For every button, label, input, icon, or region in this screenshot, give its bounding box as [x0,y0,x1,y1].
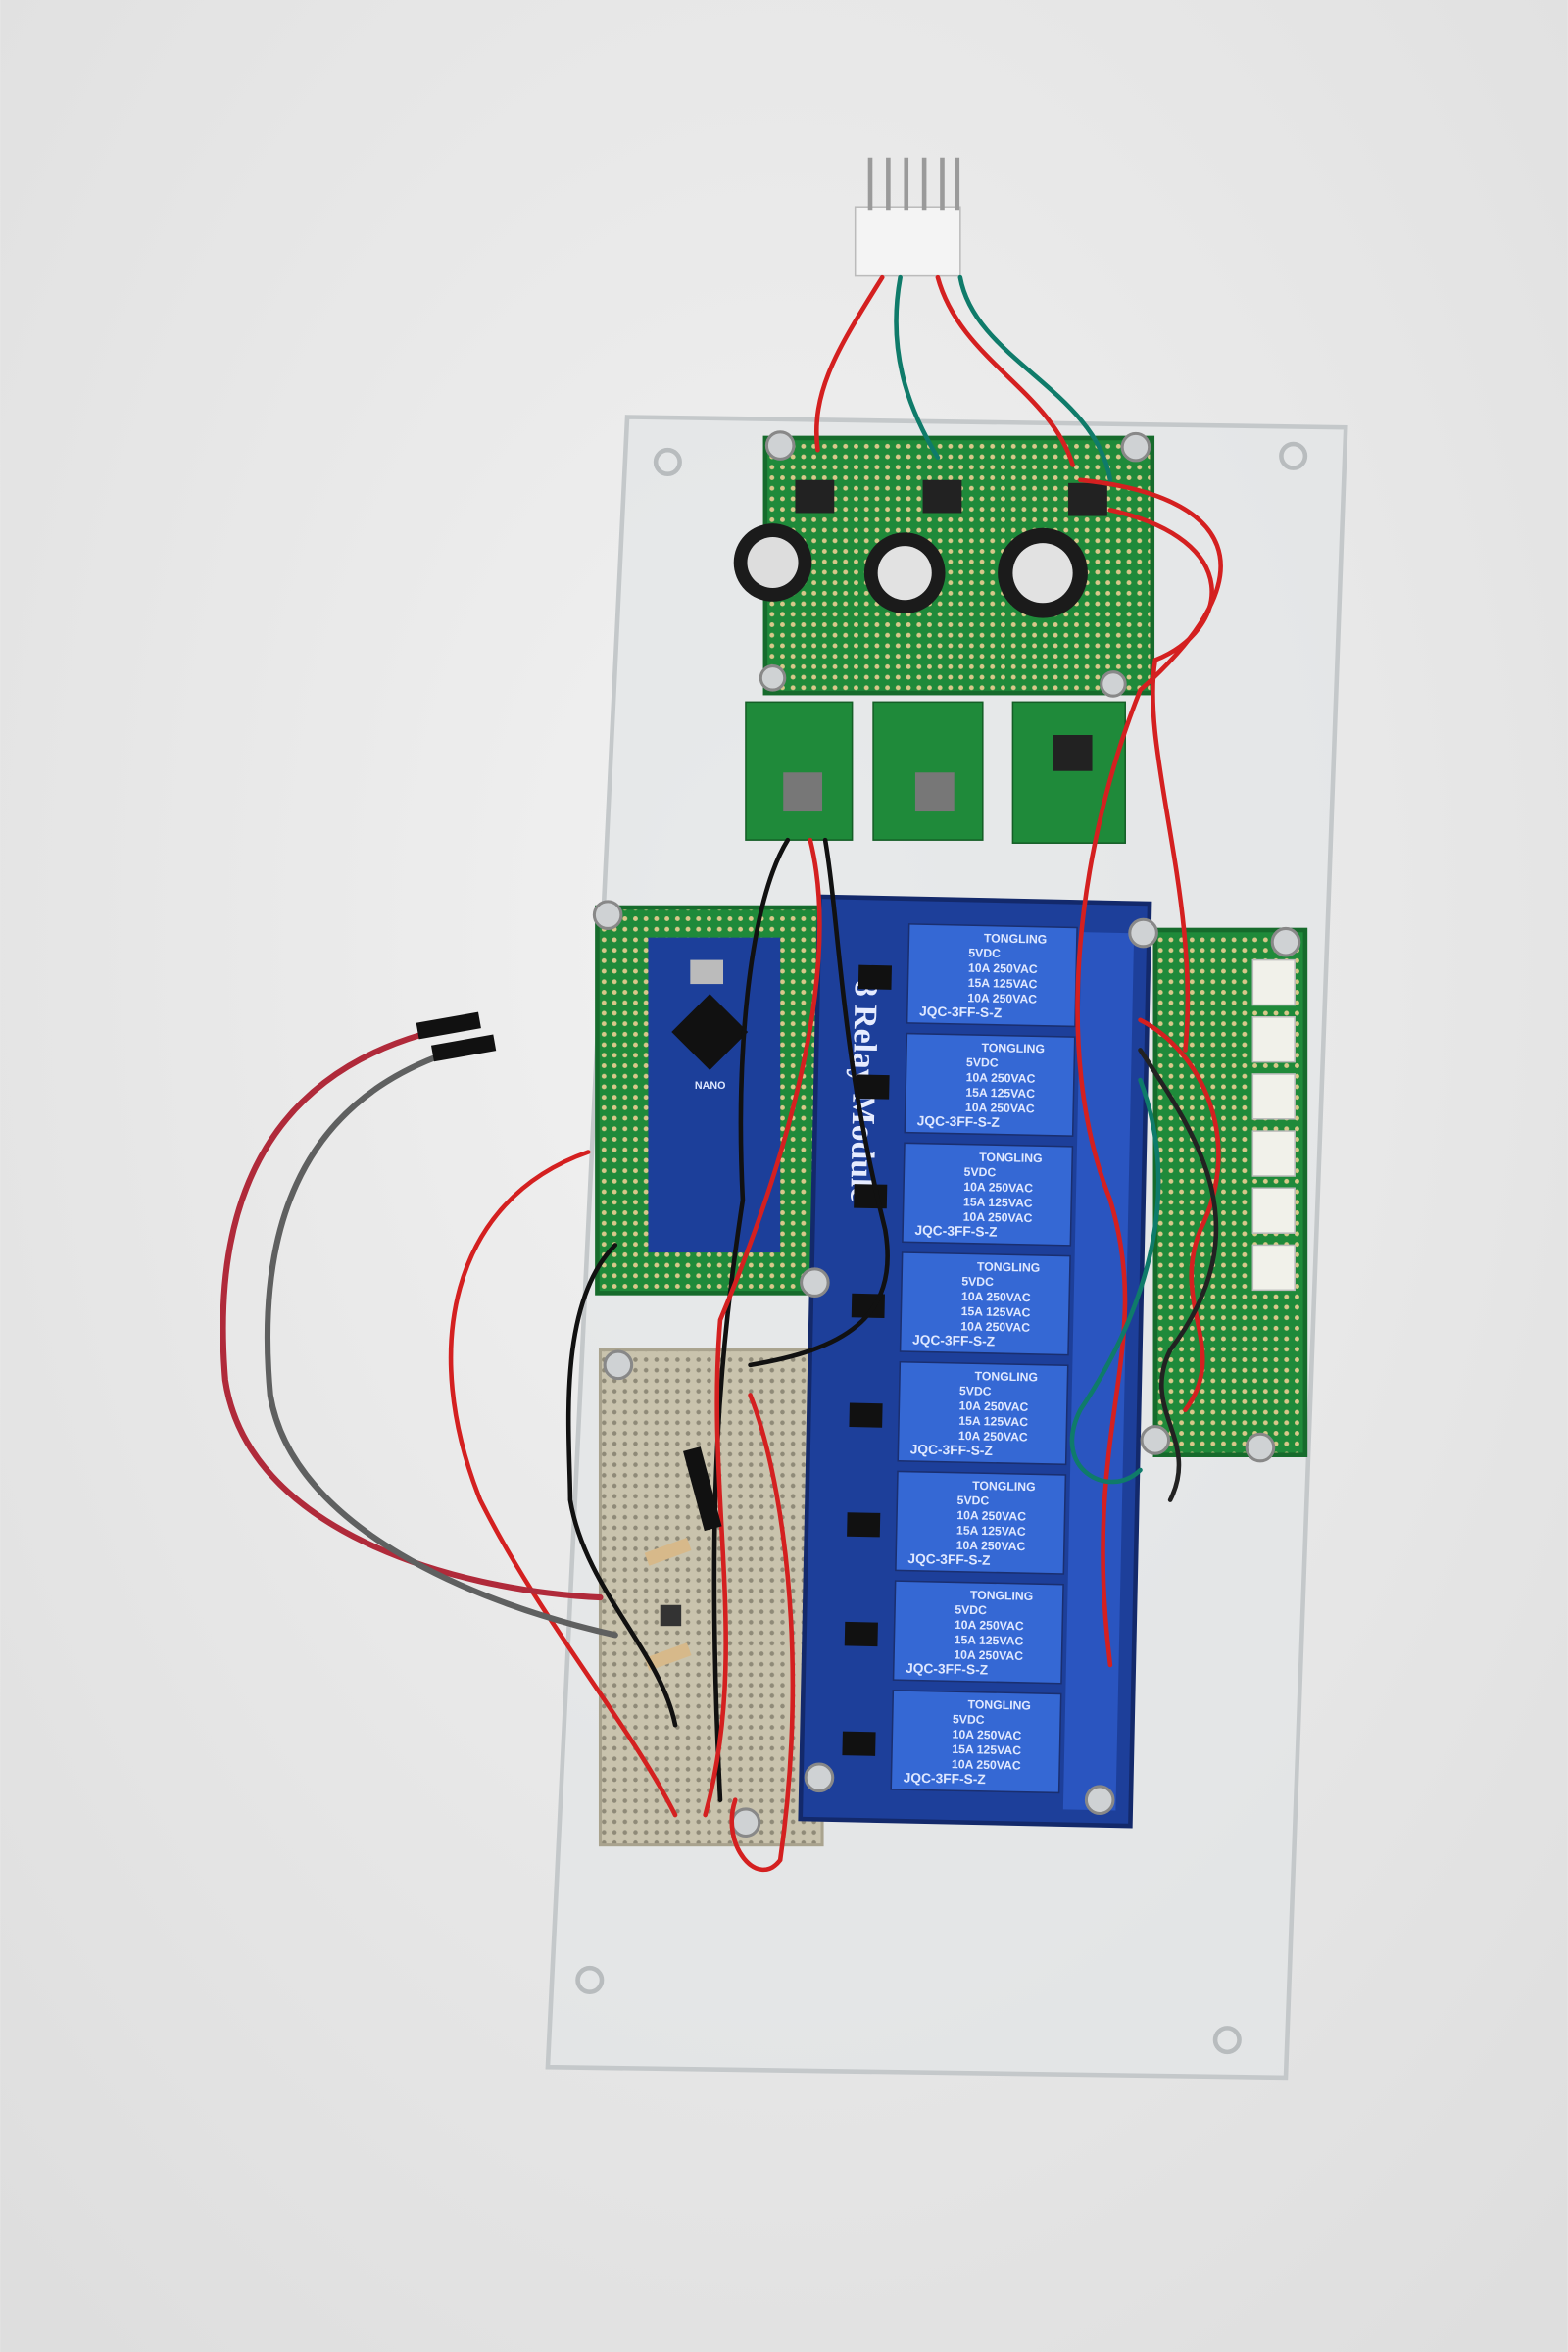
relay-rating2-text: 15A 125VAC [956,1523,1026,1538]
relay-model-text: JQC-3FF-S-Z [910,1442,994,1458]
optocoupler [856,1074,890,1100]
jst-connectors [1251,958,1296,1292]
relay-body [890,1690,1062,1794]
optocoupler [858,964,892,990]
relay-rating3-text: 10A 250VAC [963,1210,1033,1225]
relay-voltage-text: 5VDC [959,1384,992,1398]
buck-converter-modules [745,701,1126,844]
relay-rating2-text: 15A 125VAC [968,976,1038,991]
relay-voltage-text: 5VDC [961,1274,994,1289]
relay-rating2-text: 15A 125VAC [965,1086,1035,1101]
relay-voltage-text: 5VDC [964,1165,997,1180]
relay-rating3-text: 10A 250VAC [956,1539,1026,1553]
optocoupler [854,1184,888,1209]
relay-model-text: JQC-3FF-S-Z [917,1113,1001,1130]
relay-rating3-text: 10A 250VAC [965,1101,1035,1115]
relay-voltage-text: 5VDC [956,1494,989,1508]
relay-model-text: JQC-3FF-S-Z [907,1551,991,1568]
relay-body [902,1142,1074,1247]
nano-label: NANO [695,1080,726,1092]
voltage-regulators [795,479,1107,516]
relay-rating1-text: 10A 250VAC [952,1728,1021,1742]
relay-brand-text: TONGLING [972,1479,1036,1494]
relay-rating1-text: 10A 250VAC [956,1508,1026,1523]
relay-body [895,1470,1067,1575]
wires [220,274,1223,1873]
optocoupler [847,1512,881,1538]
relay-voltage-text: 5VDC [953,1712,985,1727]
relay-rating3-text: 10A 250VAC [952,1757,1021,1772]
relay-brand-text: TONGLING [977,1259,1041,1274]
relay-rating2-text: 15A 125VAC [961,1304,1031,1319]
relay-voltage-text: 5VDC [968,946,1001,960]
power-perfboard [762,435,1155,696]
pin-header-connector [854,157,961,277]
relay-body [904,1032,1076,1137]
relay-rating2-text: 15A 125VAC [958,1414,1028,1429]
relay-rating3-text: 10A 250VAC [954,1647,1023,1662]
relay-brand-text: TONGLING [979,1151,1043,1165]
relay-rating3-text: 10A 250VAC [960,1319,1030,1334]
plate-mount-holes [575,441,1308,2055]
relay-brand-text: TONGLING [981,1041,1045,1055]
relay-voltage-text: 5VDC [955,1603,987,1618]
relay-rating2-text: 15A 125VAC [955,1633,1024,1647]
relay-model-text: JQC-3FF-S-Z [912,1333,996,1349]
relay-model-text: JQC-3FF-S-Z [904,1770,987,1787]
relay-rating1-text: 10A 250VAC [963,1180,1033,1195]
relay-rating1-text: 10A 250VAC [959,1398,1029,1413]
relay-rating1-text: 10A 250VAC [966,1070,1036,1085]
resistors [644,1538,692,1671]
dupont-connectors [416,1011,722,1532]
relay-brand-text: TONGLING [967,1697,1031,1712]
relay-body [897,1360,1069,1466]
relay-rating1-text: 10A 250VAC [961,1290,1031,1304]
optocoupler [842,1731,876,1756]
capacitors [733,523,1088,618]
screw-terminals [1062,932,1135,1811]
relay-rating2-text: 15A 125VAC [952,1742,1021,1757]
optocoupler [849,1402,883,1428]
relay-brand-text: TONGLING [984,931,1048,946]
relay-rating1-text: 10A 250VAC [968,961,1038,976]
relay-rating2-text: 15A 125VAC [963,1195,1033,1209]
relay-rating3-text: 10A 250VAC [958,1429,1028,1444]
relay-body [899,1251,1071,1356]
relay-brand-text: TONGLING [974,1369,1038,1384]
relay-rating3-text: 10A 250VAC [967,991,1037,1005]
beige-perfboard [598,1348,824,1847]
relay-voltage-text: 5VDC [966,1055,999,1070]
relay-body [892,1580,1064,1685]
relay-model-text: JQC-3FF-S-Z [914,1223,998,1240]
standoff-screws [592,430,1301,1838]
relay-brand-text: TONGLING [970,1589,1034,1603]
arduino-nano: NANO [648,937,781,1253]
optocoupler [844,1621,878,1647]
relay-rating1-text: 10A 250VAC [955,1618,1024,1633]
relay-model-text: JQC-3FF-S-Z [919,1004,1003,1020]
relay-model-text: JQC-3FF-S-Z [906,1661,989,1678]
